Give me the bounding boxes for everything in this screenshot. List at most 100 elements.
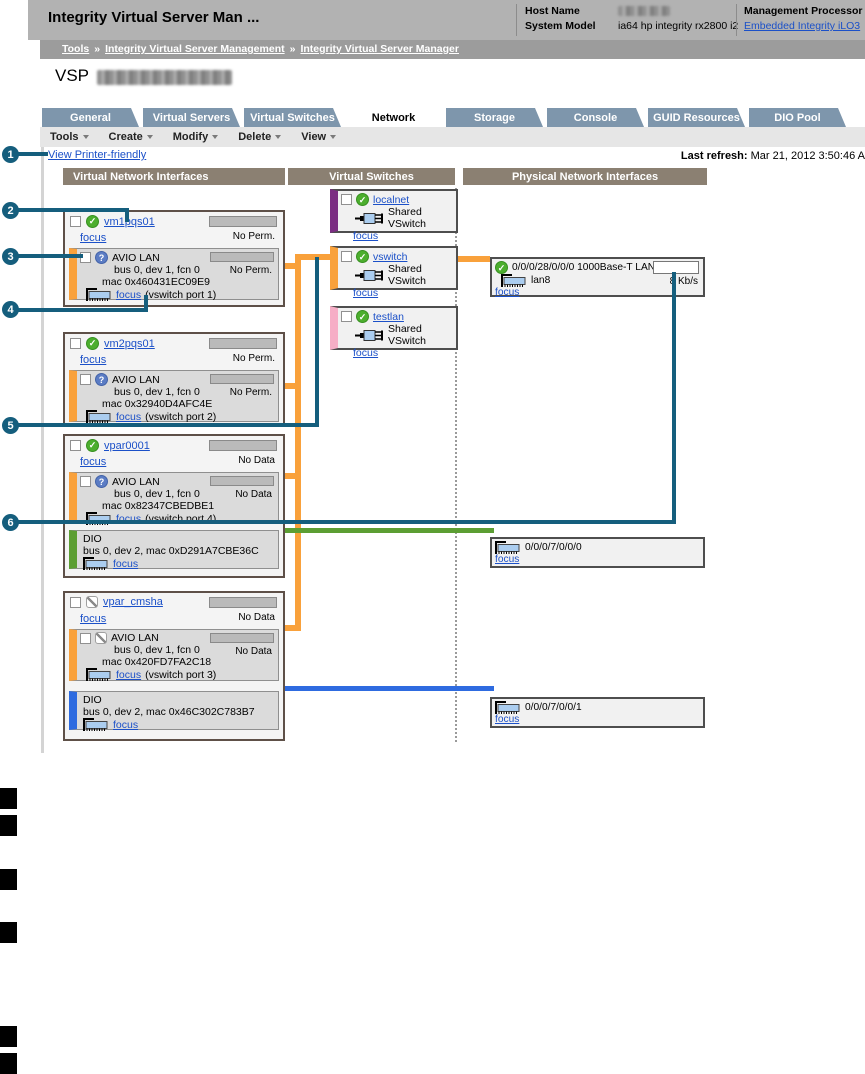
meter-note: No Perm. <box>229 387 272 398</box>
checkbox[interactable] <box>70 596 81 608</box>
checkbox[interactable] <box>80 374 91 385</box>
utilization-meter <box>209 440 277 451</box>
server-link[interactable]: vpar_cmsha <box>103 596 163 608</box>
action-toolbar: Tools Create Modify Delete View <box>40 127 865 147</box>
focus-link[interactable]: focus <box>495 554 520 565</box>
callout-3-line <box>17 254 83 258</box>
server-link[interactable]: vm1pqs01 <box>104 215 155 228</box>
pnic-device: lan8 <box>531 274 551 286</box>
utilization-meter <box>210 633 274 643</box>
callout-2-line <box>125 208 129 222</box>
breadcrumb-tools[interactable]: Tools <box>62 43 90 55</box>
checkbox[interactable] <box>70 216 81 227</box>
vswitch-icon <box>355 269 385 282</box>
nic-icon <box>495 541 521 554</box>
focus-link[interactable]: focus <box>113 718 139 731</box>
checkbox[interactable] <box>70 338 81 349</box>
vswitch-link[interactable]: testlan <box>373 310 404 323</box>
menu-delete[interactable]: Delete <box>238 131 282 143</box>
vswitch-link[interactable]: localnet <box>373 193 410 206</box>
status-inactive-icon <box>95 632 107 644</box>
tab-storage[interactable]: Storage <box>446 108 543 127</box>
dio-bus-mac: bus 0, dev 2, mac 0xD291A7CBE36C <box>83 545 259 557</box>
pnic-path: 0/0/0/28/0/0/0 1000Base-T LAN <box>512 261 656 273</box>
chevron-down-icon <box>212 135 219 139</box>
checkbox[interactable] <box>80 632 91 644</box>
host-name-label: Host Name <box>525 5 580 17</box>
utilization-meter <box>209 338 277 349</box>
tab-virtual-switches[interactable]: Virtual Switches <box>244 108 341 127</box>
tab-network[interactable]: Network <box>345 108 442 127</box>
column-header-virtual-switches: Virtual Switches <box>288 168 455 185</box>
vswitch-type: Shared VSwitch <box>388 206 426 230</box>
dio-type: DIO <box>83 533 102 545</box>
server-card-vm2pqs01: ✓ vm2pqs01 No Perm. focus ? AVIO LAN No … <box>63 332 285 427</box>
status-help-icon: ? <box>95 373 108 386</box>
callout-6-line <box>672 272 676 524</box>
vnic-type: AVIO LAN <box>111 632 159 644</box>
focus-link[interactable]: focus <box>80 456 107 468</box>
vnic-card: ? AVIO LAN No Perm. bus 0, dev 1, fcn 0 … <box>69 248 279 300</box>
pnic-path: 0/0/0/7/0/0/0 <box>525 541 582 553</box>
checkbox[interactable] <box>341 194 352 205</box>
tab-bar: General Virtual Servers Virtual Switches… <box>42 108 846 127</box>
tab-virtual-servers[interactable]: Virtual Servers <box>143 108 240 127</box>
dio-blue-connector <box>285 686 494 691</box>
checkbox[interactable] <box>341 311 352 322</box>
menu-tools[interactable]: Tools <box>50 131 89 143</box>
server-link[interactable]: vm2pqs01 <box>104 337 155 350</box>
vswitch-port: (vswitch port 2) <box>145 410 217 423</box>
vnic-type: AVIO LAN <box>112 475 160 488</box>
focus-link[interactable]: focus <box>116 668 142 681</box>
server-link[interactable]: vpar0001 <box>104 439 150 452</box>
utilization-meter <box>209 216 277 227</box>
focus-link[interactable]: focus <box>495 287 520 298</box>
menu-view[interactable]: View <box>301 131 337 143</box>
nic-icon <box>86 288 112 301</box>
focus-link[interactable]: focus <box>116 410 142 423</box>
focus-link[interactable]: focus <box>80 613 107 625</box>
checkbox[interactable] <box>70 440 81 451</box>
checkbox[interactable] <box>341 251 352 262</box>
pnic-card-lan8: ✓ 0/0/0/28/0/0/0 1000Base-T LAN 8 Kb/s l… <box>490 257 705 298</box>
focus-link[interactable]: focus <box>353 347 379 359</box>
utilization-meter <box>210 476 274 486</box>
header-divider <box>516 4 517 36</box>
nic-icon <box>86 668 112 681</box>
vnic-card: AVIO LAN No Data bus 0, dev 1, fcn 0 mac… <box>69 629 279 681</box>
tab-guid-resources[interactable]: GUID Resources <box>648 108 745 127</box>
meter-note: No Perm. <box>232 353 275 364</box>
checkbox[interactable] <box>80 476 91 487</box>
focus-link[interactable]: focus <box>116 288 142 301</box>
focus-link[interactable]: focus <box>495 714 520 725</box>
tab-console[interactable]: Console <box>547 108 644 127</box>
breadcrumb-ivs-manager[interactable]: Integrity Virtual Server Manager <box>300 43 459 55</box>
redacted-vsp-hostname <box>97 70 232 85</box>
management-processor-link[interactable]: Embedded Integrity iLO3 <box>744 20 861 32</box>
focus-link[interactable]: focus <box>80 354 107 366</box>
breadcrumb-ivs-management[interactable]: Integrity Virtual Server Management <box>105 43 285 55</box>
menu-modify[interactable]: Modify <box>173 131 219 143</box>
focus-link[interactable]: focus <box>353 287 379 299</box>
app-header: Integrity Virtual Server Man ... Host Na… <box>28 0 865 40</box>
vswitch-link[interactable]: vswitch <box>373 250 408 263</box>
pnic-path: 0/0/0/7/0/0/1 <box>525 701 582 713</box>
status-ok-icon: ✓ <box>86 215 99 228</box>
meter-note: No Data <box>238 612 275 623</box>
status-ok-icon: ✓ <box>86 337 99 350</box>
focus-link[interactable]: focus <box>80 232 107 244</box>
focus-link[interactable]: focus <box>353 230 379 242</box>
redacted-host-name <box>618 6 670 16</box>
focus-link[interactable]: focus <box>113 557 139 570</box>
view-printer-friendly-link[interactable]: View Printer-friendly <box>48 149 147 161</box>
menu-create[interactable]: Create <box>109 131 153 143</box>
breadcrumb-separator: » <box>289 43 296 55</box>
callout-5-badge: 5 <box>2 417 19 434</box>
tab-general[interactable]: General <box>42 108 139 127</box>
utilization-meter <box>210 374 274 384</box>
dio-card: DIO bus 0, dev 2, mac 0xD291A7CBE36C foc… <box>69 530 279 569</box>
redacted-legend-marker <box>0 922 17 943</box>
callout-5-line <box>17 423 319 427</box>
tab-dio-pool[interactable]: DIO Pool <box>749 108 846 127</box>
vnic-mac: mac 0x460431EC09E9 <box>102 276 210 288</box>
